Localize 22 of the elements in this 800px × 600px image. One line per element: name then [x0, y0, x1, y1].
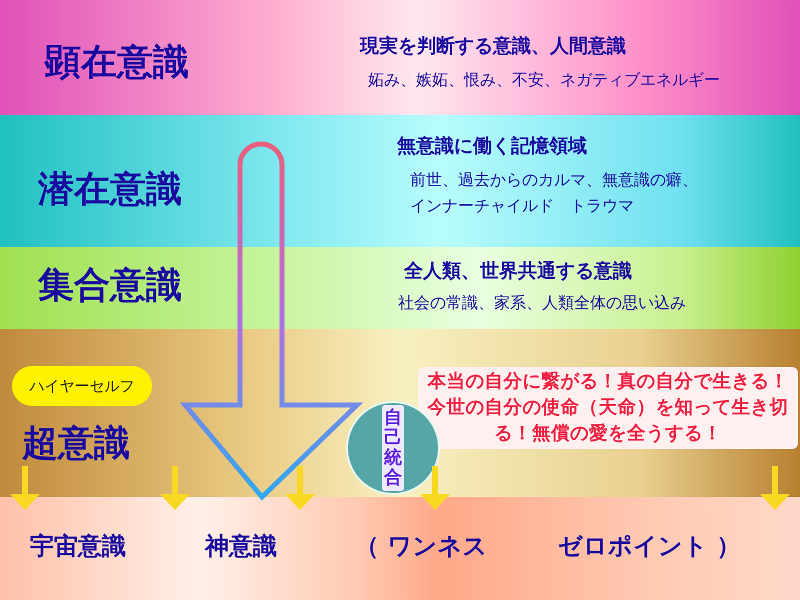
level-heading: 無意識に働く記憶領域 — [397, 134, 587, 159]
level-label: 神意識 — [205, 531, 277, 562]
level-title: 潜在意識 — [38, 168, 182, 212]
message-box: 本当の自分に繋がる！真の自分で生きる！今世の自分の使命（天命）を知って生き切る！無償の愛を全うする！ — [418, 367, 798, 449]
level-title: 顕在意識 — [45, 41, 189, 85]
level-label: 宇宙意識 — [30, 531, 126, 562]
vertical-label: 自己統合 — [382, 405, 404, 491]
level-title: 超意識 — [22, 422, 130, 466]
level-band — [0, 497, 800, 600]
level-band — [0, 247, 800, 329]
highlight-blob: ハイヤーセルフ — [12, 366, 152, 406]
level-heading: 全人類、世界共通する意識 — [404, 259, 632, 284]
level-description: 前世、過去からのカルマ、無意識の癖、インナーチャイルド トラウマ — [410, 169, 699, 217]
level-description: 妬み、嫉妬、恨み、不安、ネガティブエネルギー — [368, 70, 720, 91]
level-label: （ ワンネス — [355, 531, 488, 562]
level-heading: 現実を判断する意識、人間意識 — [360, 34, 626, 59]
level-description: 社会の常識、家系、人類全体の思い込み — [398, 293, 686, 314]
level-band — [0, 0, 800, 115]
level-band — [0, 329, 800, 497]
level-band — [0, 115, 800, 247]
level-title: 集合意識 — [38, 264, 182, 308]
level-label: ゼロポイント ） — [558, 531, 740, 562]
